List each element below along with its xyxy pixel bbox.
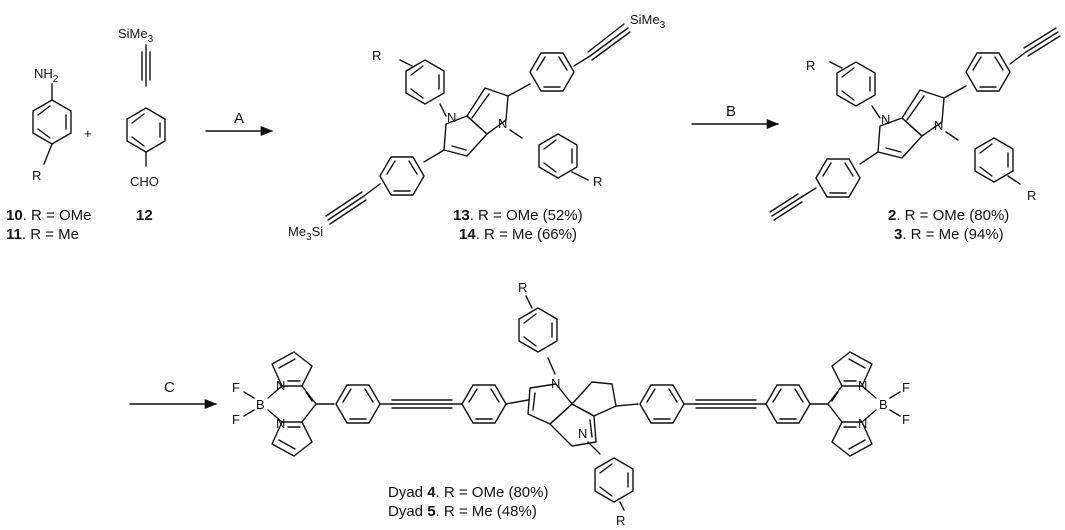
dyad-nitrogen-1: N <box>551 376 560 391</box>
product-2-3: N N R R <box>769 27 1061 221</box>
nitrogen-4: N <box>934 118 943 133</box>
r-label-top: R <box>372 48 381 63</box>
reagent-aniline: NH2 R <box>32 66 72 183</box>
r-label-bottom-2: R <box>1027 188 1036 203</box>
bodipy-left: N N B F F <box>232 351 317 457</box>
compound-13-label: 13. R = OMe (52%) <box>453 207 583 224</box>
bodipy-right-nitrogen-2: N <box>858 416 867 431</box>
r-label-top-2: R <box>806 58 815 73</box>
arrow-a-label: A <box>234 110 244 127</box>
compound-2-label: 2. R = OMe (80%) <box>888 207 1009 224</box>
trimethylsilyl-label: SiMe3 <box>118 26 154 45</box>
r-label-bottom: R <box>593 174 602 189</box>
compound-11-label: 11. R = Me <box>6 226 79 243</box>
compound-14-label: 14. R = Me (66%) <box>459 226 577 243</box>
amine-label: NH2 <box>34 66 59 85</box>
reagent-aldehyde: SiMe3 CHO <box>118 26 166 189</box>
bodipy-right: N N B F F <box>827 351 910 457</box>
bodipy-left-fluorine-2: F <box>232 412 240 427</box>
arrow-b-label: B <box>726 103 736 120</box>
bodipy-left-fluorine-1: F <box>232 380 240 395</box>
compound-12-label: 12 <box>136 207 153 224</box>
tms-label-top: SiMe3 <box>630 12 666 31</box>
dyad-structure: N N B F F N N R R <box>232 280 910 528</box>
dyad-5-label: Dyad 5. R = Me (48%) <box>388 503 537 520</box>
nitrogen-1: N <box>447 110 456 125</box>
r-group-label: R <box>32 168 41 183</box>
compound-3-label: 3. R = Me (94%) <box>894 226 1004 243</box>
arrow-c-label: C <box>164 379 175 396</box>
nitrogen-3: N <box>881 112 890 127</box>
plus-sign: + <box>84 126 92 141</box>
dyad-nitrogen-2: N <box>578 426 587 441</box>
tms-label-bottom: Me3Si <box>288 224 323 243</box>
compound-10-label: 10. R = OMe <box>6 207 91 224</box>
bodipy-left-nitrogen-2: N <box>276 416 285 431</box>
r-label-dyad-top: R <box>518 280 527 295</box>
r-label-dyad-bottom: R <box>616 513 625 528</box>
bodipy-right-nitrogen-1: N <box>858 378 867 393</box>
bodipy-right-fluorine-2: F <box>902 412 910 427</box>
dyad-4-label: Dyad 4. R = OMe (80%) <box>388 484 548 501</box>
bodipy-right-boron: B <box>879 397 888 412</box>
bodipy-left-boron: B <box>256 397 265 412</box>
bodipy-left-nitrogen-1: N <box>276 378 285 393</box>
intermediate-13-14: N N R R SiMe3 Me3Si <box>288 12 666 243</box>
nitrogen-2: N <box>498 116 507 131</box>
bodipy-right-fluorine-1: F <box>902 380 910 395</box>
aldehyde-label: CHO <box>130 174 159 189</box>
